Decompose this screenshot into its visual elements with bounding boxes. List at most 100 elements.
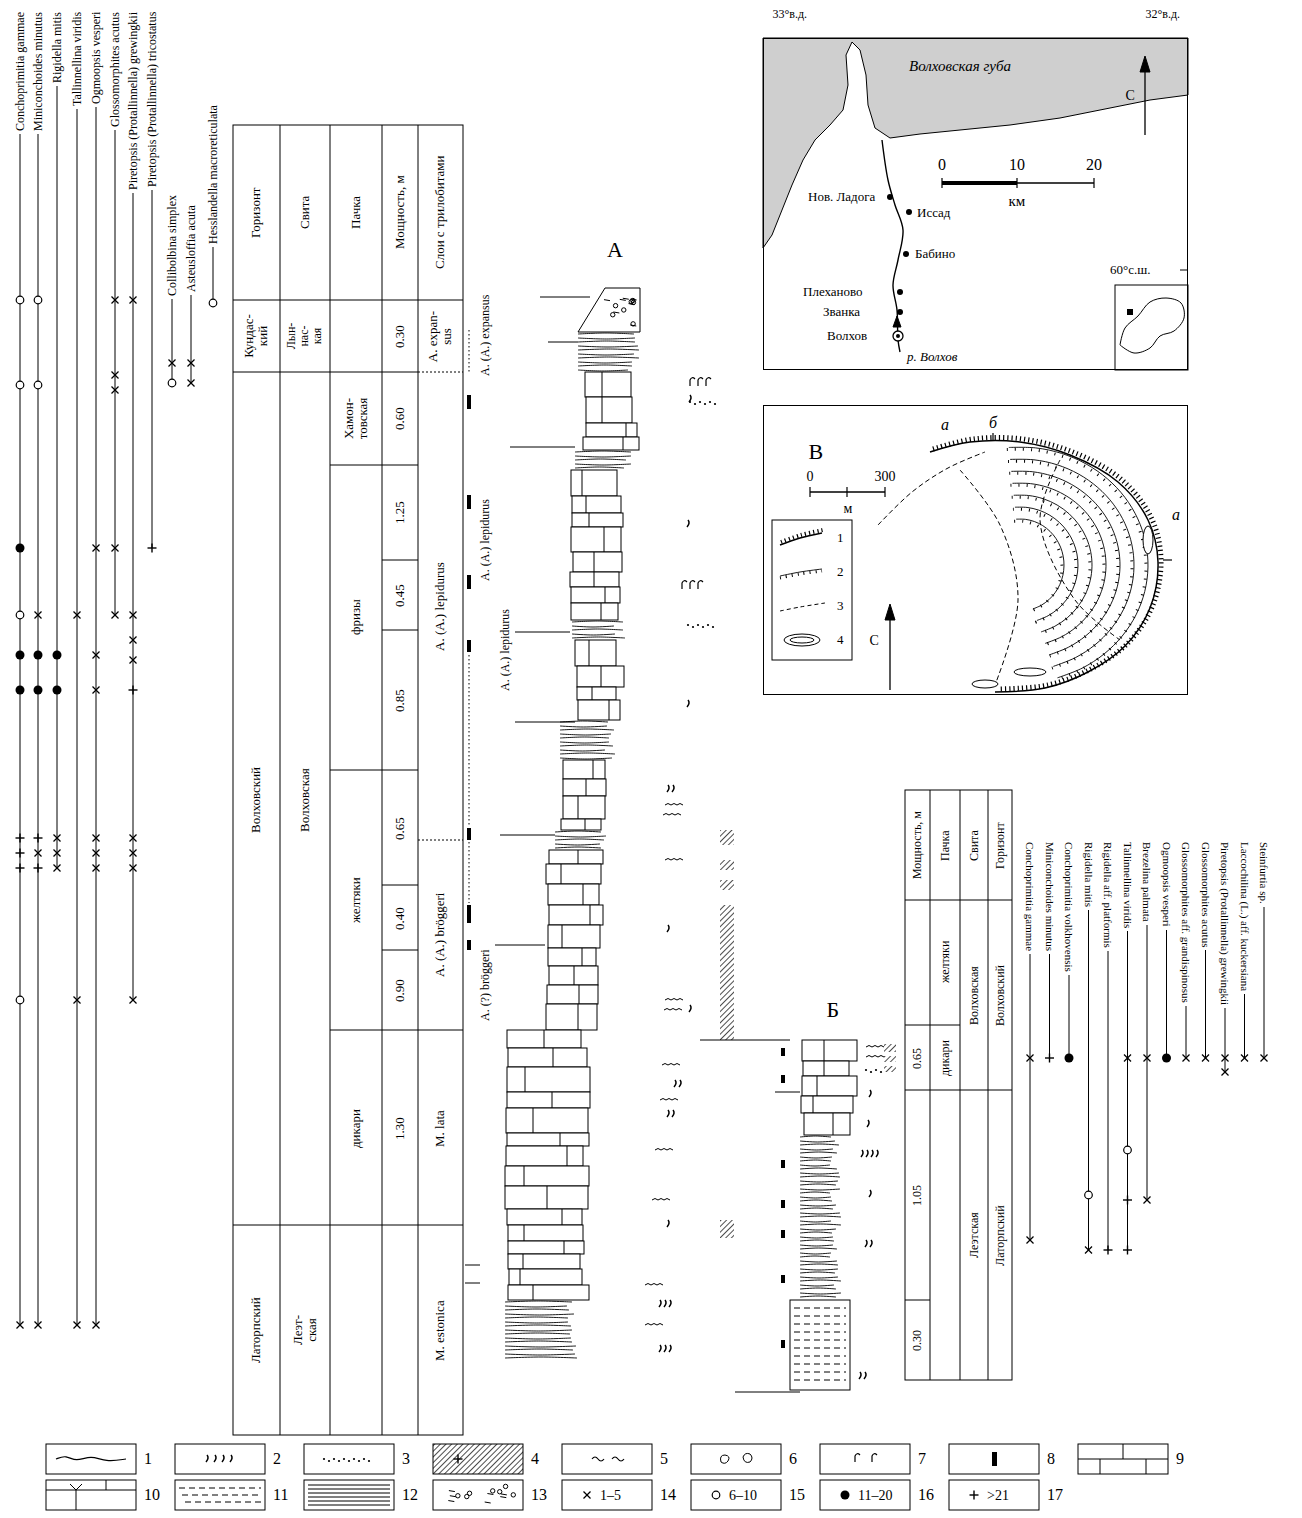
limestone-bed bbox=[802, 1040, 857, 1061]
table-rule bbox=[930, 790, 931, 1380]
dot-symbol bbox=[865, 1069, 867, 1071]
table-cell: Латорпский bbox=[994, 1205, 1007, 1266]
map-label: км bbox=[1009, 193, 1026, 210]
plus-marker bbox=[37, 834, 38, 843]
comma-symbol bbox=[869, 1090, 871, 1097]
table-frame bbox=[905, 790, 1012, 1380]
town-dot bbox=[896, 334, 900, 338]
cross-marker bbox=[130, 835, 137, 842]
shale-line bbox=[800, 1192, 830, 1193]
table-cell: 0.90 bbox=[393, 979, 407, 1002]
wavy-symbol bbox=[645, 1324, 663, 1326]
comma-symbol bbox=[222, 1455, 224, 1462]
map-label: Волховская губа bbox=[909, 58, 1011, 75]
sample-bar bbox=[781, 1230, 785, 1238]
legend-number: 14 bbox=[660, 1486, 676, 1504]
table-cell: дикари bbox=[939, 1040, 952, 1076]
shale-line bbox=[800, 1240, 834, 1241]
joint-line bbox=[813, 1096, 814, 1113]
plus-marker bbox=[457, 1455, 458, 1464]
cross-marker bbox=[93, 865, 100, 872]
quarry-scheme bbox=[772, 433, 1172, 692]
sample-bar bbox=[781, 1075, 785, 1083]
joint-line bbox=[593, 760, 594, 779]
legend-marl-line bbox=[70, 1484, 76, 1490]
hatched-bar bbox=[720, 880, 734, 890]
species-name: Ogmoopsis vesperi bbox=[1160, 842, 1172, 927]
burrow-symbol bbox=[698, 581, 703, 589]
species-name: Collibolbina simplex bbox=[166, 195, 179, 296]
limestone-bed bbox=[577, 666, 624, 687]
limestone-bed bbox=[573, 552, 622, 572]
range-line bbox=[133, 193, 134, 1000]
legend-number: 1 bbox=[837, 531, 844, 545]
legend-swatch bbox=[46, 1444, 136, 1474]
legend-swatch bbox=[949, 1444, 1039, 1474]
shale-line bbox=[800, 1280, 841, 1281]
legend-number: 11 bbox=[273, 1486, 288, 1504]
range-line bbox=[1108, 951, 1109, 1250]
legend-number: 4 bbox=[531, 1450, 539, 1468]
species-name: Rigidella aff. platformis bbox=[1102, 842, 1114, 948]
road-dashed bbox=[960, 470, 1018, 685]
cross-marker bbox=[35, 850, 42, 857]
sample-bar bbox=[467, 495, 471, 509]
sample-bar bbox=[781, 1160, 785, 1168]
hatched-bar bbox=[720, 905, 734, 1040]
bench-teeth bbox=[1012, 497, 1090, 634]
legend-bar bbox=[992, 1452, 997, 1466]
limestone-bed bbox=[585, 372, 631, 397]
comma-symbol bbox=[664, 1345, 666, 1352]
table-rule bbox=[418, 840, 463, 841]
joint-line bbox=[562, 925, 563, 948]
cross-marker bbox=[112, 612, 119, 619]
shale-line bbox=[560, 726, 607, 727]
limestone-bed bbox=[583, 437, 639, 450]
open-circle-marker bbox=[168, 379, 176, 387]
cross-marker bbox=[130, 835, 137, 842]
legend-shale-line bbox=[308, 1493, 390, 1494]
range-line bbox=[191, 295, 192, 383]
table-rule bbox=[988, 790, 989, 1380]
sample-bar bbox=[467, 395, 471, 409]
map-panel: Волховская губаНов. ЛадогаИссадБабиноПле… bbox=[763, 38, 1188, 370]
legend-swatch bbox=[175, 1444, 265, 1474]
comma-symbol bbox=[687, 700, 689, 707]
joint-line bbox=[578, 850, 579, 864]
table-cell: Мощность, м bbox=[911, 811, 924, 879]
table-rule bbox=[988, 1090, 1012, 1091]
cross-marker bbox=[112, 387, 119, 394]
limestone-bed bbox=[572, 496, 621, 513]
dot-symbol bbox=[704, 403, 706, 405]
shale-line bbox=[505, 1354, 575, 1355]
species-name: Tallinnellina viridis bbox=[71, 12, 84, 106]
joint-line bbox=[609, 700, 610, 720]
shale-line bbox=[800, 1256, 830, 1257]
map-label: Бабино bbox=[915, 247, 955, 261]
joint-line bbox=[524, 1166, 525, 1186]
legend-shale-line bbox=[308, 1501, 390, 1502]
lens-symbol bbox=[972, 680, 998, 688]
joint-line bbox=[586, 779, 587, 796]
table-rule bbox=[382, 1030, 418, 1031]
filled-circle-marker bbox=[34, 651, 43, 660]
species-name: Rigidella mitis bbox=[1082, 842, 1094, 907]
cross-marker bbox=[130, 297, 137, 304]
joint-line bbox=[561, 864, 562, 884]
shale-line bbox=[800, 1261, 837, 1262]
joint-line bbox=[578, 1004, 579, 1030]
legend-sample-lens bbox=[784, 634, 820, 646]
range-line bbox=[1069, 975, 1070, 1058]
wavy-symbol bbox=[663, 814, 681, 816]
quarry-edge-hatch bbox=[933, 437, 1161, 689]
trilobite-zone: A. (A.) lepidurus bbox=[479, 499, 492, 581]
comma-symbol bbox=[866, 1150, 868, 1157]
comma-symbol bbox=[865, 1240, 867, 1247]
clay-dash bbox=[794, 1372, 846, 1373]
legend-marl-line bbox=[76, 1484, 82, 1490]
cross-marker bbox=[112, 545, 119, 552]
joint-line bbox=[817, 1076, 818, 1096]
cross-marker bbox=[93, 545, 100, 552]
dot-symbol bbox=[880, 1071, 882, 1073]
map-label: В bbox=[809, 440, 824, 464]
